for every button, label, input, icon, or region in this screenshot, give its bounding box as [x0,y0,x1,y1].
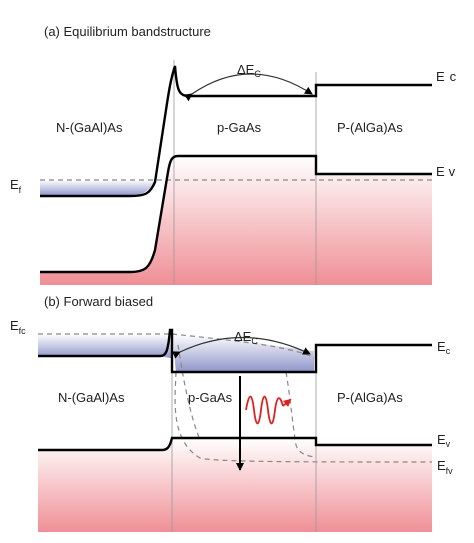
panel-b-delta-ec-label: ΔEC [234,329,258,346]
panel-b-region-p: p-GaAs [188,390,233,405]
panel-a-title: (a) Equilibrium bandstructure [44,24,211,39]
panel-b-efc-label: Efc [10,318,26,336]
panel-b-fv-level [174,371,433,463]
panel-b-fc-curve [171,333,315,359]
panel-b-delta-ec-arrow [171,336,311,359]
panel-b-carrier-envelope [177,344,317,458]
panel-a-region-p: p-GaAs [217,120,262,135]
panel-a-conduction-band [40,65,432,198]
panel-a-delta-ec-arrow [183,73,313,102]
panel-b-ev-label: Ev [437,432,451,449]
panel-b-region-P: P-(AlGa)As [337,390,403,405]
panel-b-ec-label: Ec [437,339,451,356]
panel-b-hole-region [38,438,432,532]
panel-b-region-n: N-(GaAl)As [58,390,125,405]
panel-b-conduction-band [38,328,432,374]
panel-b-valence-band [38,436,432,452]
panel-b-photon-wave [245,395,284,425]
panel-b-photon-arrowhead [282,398,292,407]
panel-a-region-P: P-(AlGa)As [337,120,403,135]
panel-a-hole-region [40,156,432,285]
panel-a: (a) Equilibrium bandstructure ΔEC N-(GaA… [10,24,457,285]
panel-b-efv-label: Efv [437,458,453,476]
panel-a-delta-ec-label: ΔEC [237,62,261,79]
panel-b-electron-region-n [38,334,172,358]
panel-a-electron-region [40,180,160,196]
panel-a-ef-label: Ef [10,177,22,195]
panel-b: (b) Forward biased ΔEC N-(GaAl)As p-GaAs… [10,294,453,532]
panel-a-valence-band [40,154,432,274]
panel-a-region-n: N-(GaAl)As [56,120,123,135]
panel-b-title: (b) Forward biased [44,294,153,309]
